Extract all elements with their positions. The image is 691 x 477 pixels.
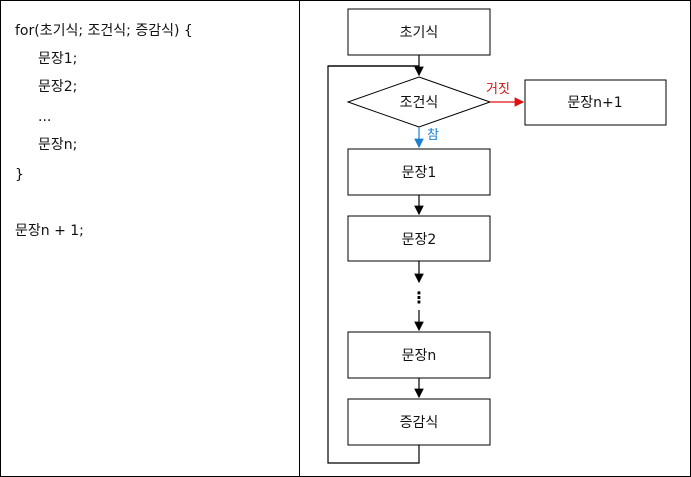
panel-divider bbox=[299, 0, 300, 477]
stmt2-box bbox=[347, 215, 491, 262]
increment-box bbox=[347, 398, 491, 446]
init-label: 초기식 bbox=[400, 25, 439, 41]
increment-label: 증감식 bbox=[400, 415, 439, 431]
condition-label: 조건식 bbox=[400, 95, 439, 111]
stmtn-box bbox=[347, 331, 491, 379]
true-label: 참 bbox=[427, 128, 439, 143]
stmtn-label: 문장n bbox=[402, 348, 437, 364]
ellipsis-dots: ⋮ bbox=[411, 288, 427, 307]
code-line-close-brace: } bbox=[15, 167, 24, 183]
exit-box bbox=[524, 79, 667, 126]
code-line-stmt1: 문장1; bbox=[38, 51, 78, 67]
stmt1-box bbox=[347, 148, 491, 196]
exit-label: 문장n+1 bbox=[567, 95, 622, 111]
code-line-stmt-after: 문장n + 1; bbox=[15, 223, 84, 239]
code-line-for: for(초기식; 조건식; 증감식) { bbox=[15, 23, 193, 39]
code-line-stmtn: 문장n; bbox=[38, 137, 78, 153]
stmt1-label: 문장1 bbox=[402, 165, 437, 181]
code-line-ellipsis: ... bbox=[38, 109, 52, 125]
code-line-stmt2: 문장2; bbox=[38, 79, 78, 95]
stmt2-label: 문장2 bbox=[402, 232, 437, 248]
false-label: 거짓 bbox=[486, 82, 510, 97]
